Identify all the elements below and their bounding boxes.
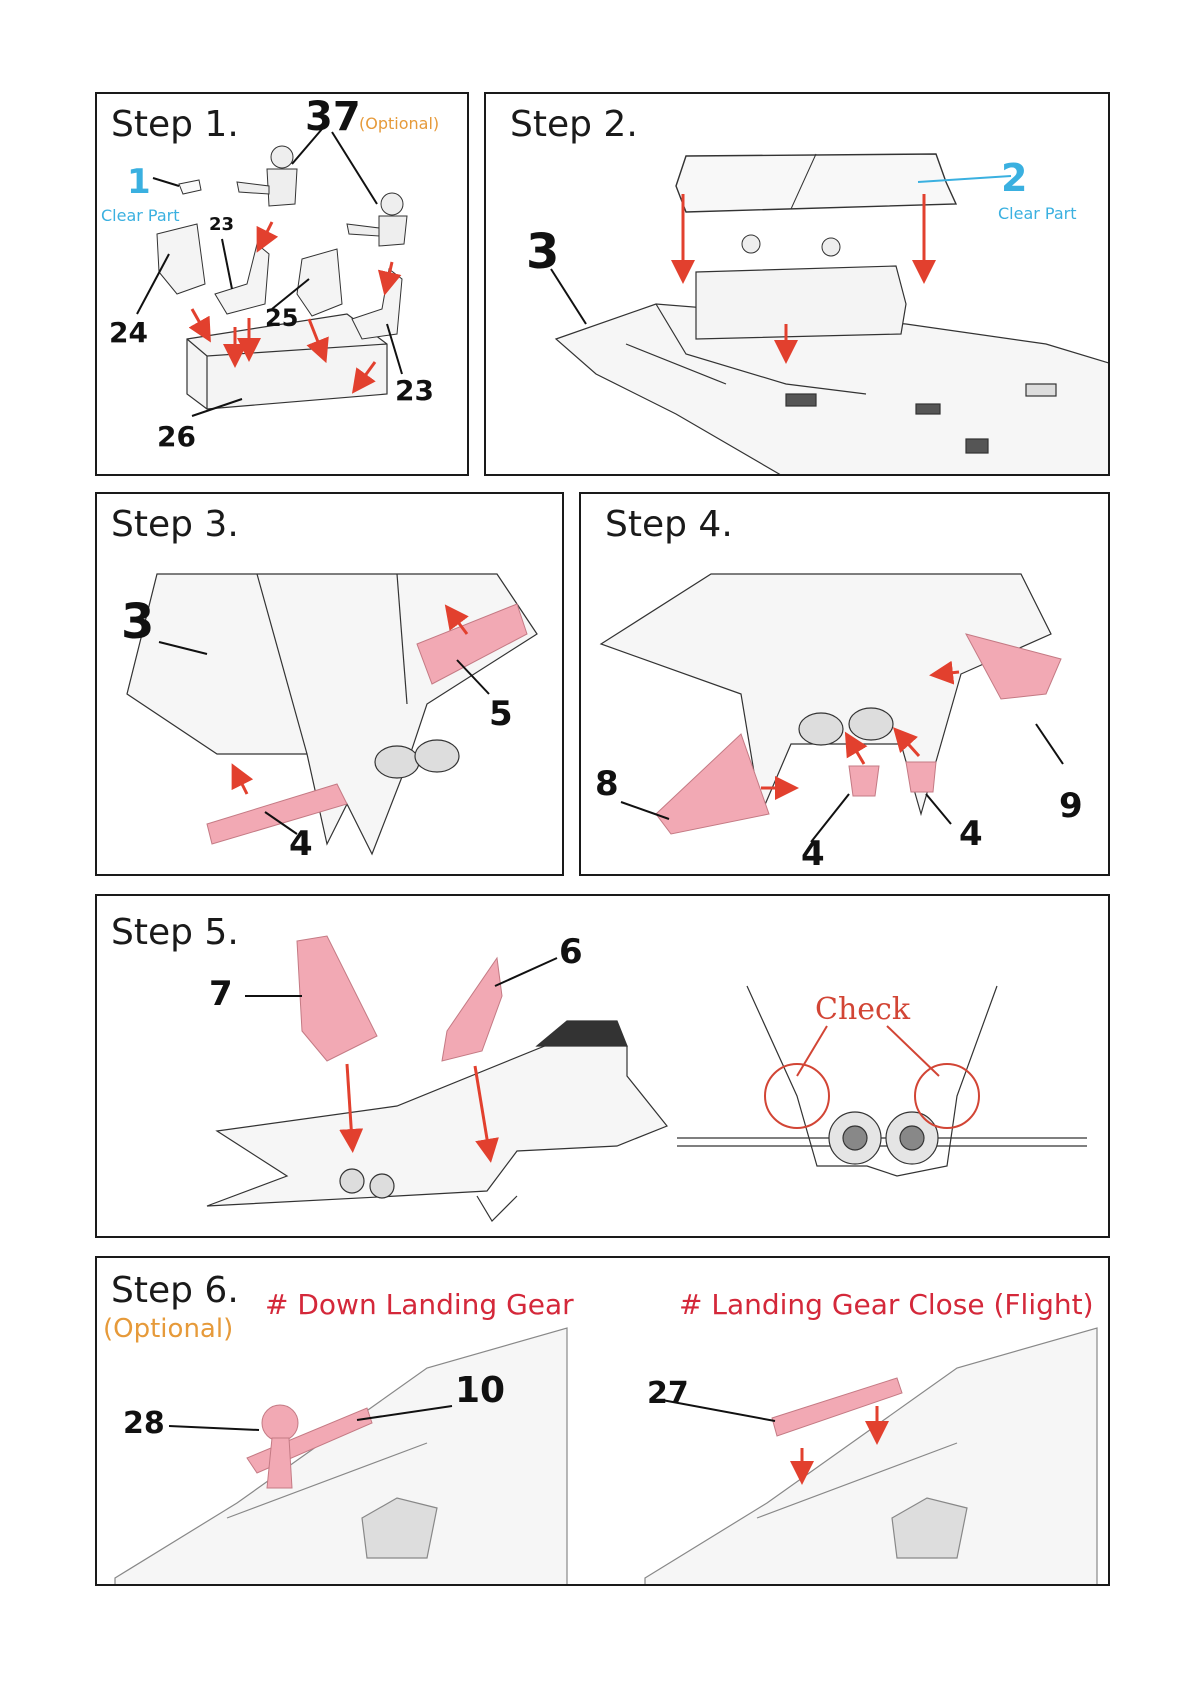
step-5-panel: Step 5. 7 6 Check [95,894,1110,1238]
step-1-panel: Step 1. 37 (Optional) 1 Clear Part 23 24… [95,92,469,476]
part-4-stabilizer [206,783,348,845]
part-8-fin [655,733,770,835]
label-25: 25 [265,304,299,332]
label-3-step3: 3 [121,594,155,650]
step-6-title: Step 6. [111,1270,239,1311]
label-1: 1 [127,162,151,202]
part-7-tail [296,935,378,1062]
aircraft-front-view [677,985,1087,1177]
step-2-title: Step 2. [510,104,638,145]
label-7: 7 [209,974,233,1014]
label-23-right: 23 [395,374,434,407]
step-1-illustration [136,128,408,417]
step-3-panel: Step 3. 3 5 4 [95,492,564,876]
step-6-panel: Step 6. (Optional) # Down Landing Gear #… [95,1256,1110,1586]
cockpit-assembly [695,265,907,340]
part-23-right [351,268,403,340]
step-2-panel: Step 2. 2 Clear Part 3 [484,92,1110,476]
label-26: 26 [157,420,196,453]
part-24 [156,223,206,295]
step-3-title: Step 3. [111,504,239,545]
gear-bay-down [114,1327,568,1584]
check-circle-right [914,1063,980,1129]
aircraft-side-view [206,1020,668,1222]
label-8: 8 [595,764,619,804]
pilot-figures [236,145,408,247]
heading-down-landing-gear: # Down Landing Gear [265,1288,574,1321]
step-5-title: Step 5. [111,912,239,953]
label-27: 27 [647,1376,689,1411]
label-4-left: 4 [801,834,825,874]
label-2: 2 [1001,156,1028,200]
check-circle-left [764,1063,830,1129]
step-2-illustration [550,153,1108,474]
gear-bay-closed [644,1327,1098,1584]
airframe-underside [126,573,538,856]
step-4-panel: Step 4. 8 9 4 4 [579,492,1110,876]
heading-landing-gear-close: # Landing Gear Close (Flight) [679,1288,1094,1321]
label-23-left: 23 [209,214,235,235]
part-6-tail [441,956,503,1062]
step-3-illustration [126,573,538,856]
fuselage [554,303,1108,474]
part-23-left [214,243,270,315]
label-10: 10 [455,1370,506,1411]
label-3: 3 [526,224,560,280]
label-9: 9 [1059,786,1083,826]
part-26-tub [186,313,388,410]
step-6-optional: (Optional) [103,1314,234,1344]
step-4-illustration [599,573,1064,843]
step-1-title: Step 1. [111,104,239,145]
step-4-title: Step 4. [605,504,733,545]
label-clear-part-1: Clear Part [101,206,180,225]
check-label: Check [815,992,911,1027]
label-4-step3: 4 [289,824,313,864]
part-9-fin [965,633,1062,700]
label-clear-part-2: Clear Part [998,204,1077,223]
label-optional: (Optional) [359,114,440,133]
part-5-stabilizer [416,603,528,685]
label-4-right: 4 [959,814,983,854]
part-27-door [771,1377,903,1437]
part-4-nozzles [848,761,937,797]
label-5: 5 [489,694,513,734]
airframe-rear [599,573,1052,817]
canopy-part-2 [675,153,958,213]
step-5-illustration [206,935,1087,1222]
part-1-clear [178,179,202,195]
part-10-and-28-gear [246,1404,373,1489]
label-6: 6 [559,932,583,972]
label-24: 24 [109,316,148,349]
step-6-illustration [114,1327,1098,1584]
label-28: 28 [123,1406,165,1441]
label-37: 37 [305,94,361,140]
